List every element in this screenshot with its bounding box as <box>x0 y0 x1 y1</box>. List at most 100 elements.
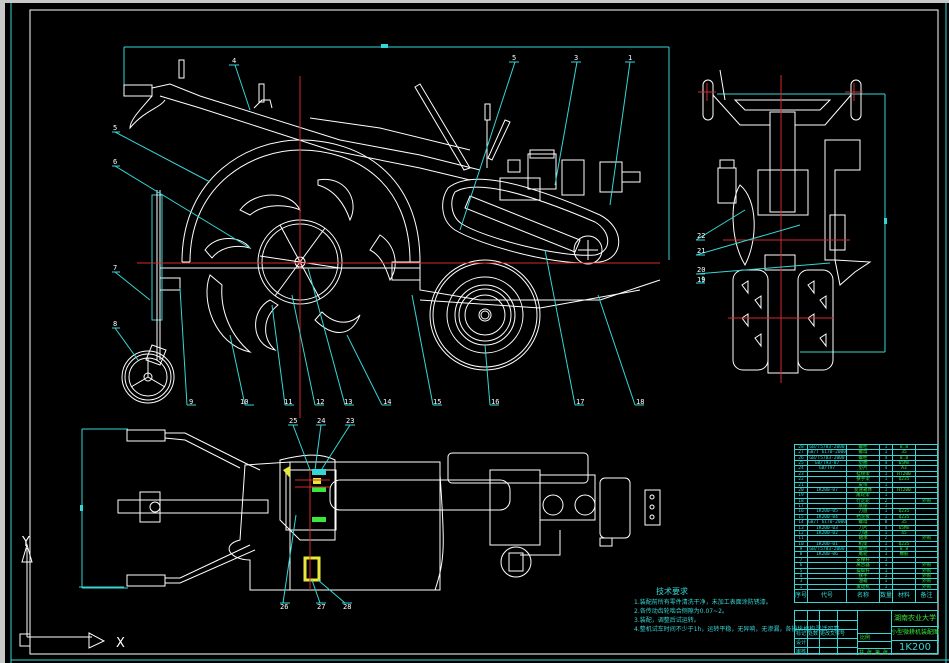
parts-cell-qty: 1 <box>880 530 893 536</box>
parts-cell-material <box>893 482 916 487</box>
parts-cell-note <box>916 542 937 546</box>
parts-cell-name: 扶手 <box>847 573 880 579</box>
wheel-hub <box>478 308 492 322</box>
handle-grip <box>123 84 153 97</box>
plan-view: 25 24 23 26 27 28 <box>80 417 661 611</box>
parts-cell-note <box>916 466 937 470</box>
parts-cell-material: 8.8 <box>893 445 916 450</box>
parts-cell-material <box>893 498 916 503</box>
part-label: 5 <box>113 124 117 132</box>
part-label: 1 <box>628 54 632 62</box>
parts-cell-code: GB/T93-87 <box>808 461 847 466</box>
parts-cell-qty: 1 <box>880 471 893 477</box>
top-window-edge <box>0 0 949 3</box>
parts-cell-name: 尾轮 <box>847 552 880 557</box>
parts-cell-name: 发动机 <box>847 584 880 589</box>
part-label: 28 <box>343 603 351 611</box>
parts-cell-no: 10 <box>795 541 808 546</box>
part-label: 16 <box>491 398 499 406</box>
parts-cell-note <box>916 558 937 562</box>
parts-cell-note: 外购 <box>922 579 931 584</box>
parts-cell-material <box>893 573 916 579</box>
belt-cover-vent <box>464 195 581 253</box>
parts-cell-qty: 1 <box>880 450 893 455</box>
fuel-tank <box>527 153 557 190</box>
parts-cell-no: 11 <box>795 536 808 541</box>
sheet-label: 共 张 第 张 <box>859 650 889 656</box>
parts-cell-no: 18 <box>795 498 808 503</box>
parts-cell-note <box>916 504 937 508</box>
parts-cell-code: GB/T5783-2000 <box>808 455 847 461</box>
parts-cell-qty: 4 <box>880 525 893 530</box>
parts-cell-no: 5 <box>795 568 808 573</box>
parts-cell-code: 1K200-07 <box>808 487 847 493</box>
front-view: 22 21 20 19 <box>695 69 887 383</box>
dimension-text-overall <box>381 44 388 48</box>
parts-cell-code: GB/T 6170-2000 <box>808 520 847 525</box>
parts-cell-qty: 1 <box>880 504 893 509</box>
parts-cell-note <box>916 461 937 465</box>
parts-cell-qty: 8 <box>880 520 893 525</box>
parts-cell-no: 6 <box>795 563 808 568</box>
parts-cell-material <box>893 504 916 509</box>
header-code: 代号 <box>808 590 847 602</box>
parts-cell-note <box>916 552 937 556</box>
parts-cell-qty: 1 <box>880 579 893 584</box>
parts-cell-qty: 1 <box>880 557 893 563</box>
parts-cell-qty: 1 <box>880 573 893 579</box>
part-label: 18 <box>636 398 644 406</box>
parts-cell-material: Q235 <box>893 541 916 546</box>
parts-cell-no: 24 <box>795 466 808 471</box>
parts-cell-material <box>893 584 916 589</box>
part-label: 15 <box>433 398 441 406</box>
drawing-name: 小型微耕机装配图 <box>891 626 939 641</box>
parts-cell-note <box>916 483 937 487</box>
part-label: 5 <box>512 54 516 62</box>
parts-cell-code <box>808 536 847 541</box>
frame-beam <box>160 267 661 301</box>
control-lever <box>414 83 471 171</box>
parts-cell-no: 1 <box>795 584 808 589</box>
parts-cell-no: 20 <box>795 487 808 493</box>
tech-req-item: 1.装配前所有零件清洗干净，未加工表面涂防锈漆。 <box>634 598 772 606</box>
parts-cell-note <box>916 445 937 449</box>
parts-cell-code <box>808 563 847 568</box>
scale-area: 比例 共 张 第 张 <box>857 611 892 656</box>
parts-cell-name: 挡泥板 <box>847 514 880 520</box>
mount-plate <box>764 254 796 271</box>
parts-cell-qty: 4 <box>880 466 893 471</box>
parts-cell-name: 皮带 <box>847 482 880 487</box>
parts-cell-note <box>916 520 937 524</box>
parts-cell-no: 22 <box>795 477 808 482</box>
part-label: 21 <box>697 247 705 255</box>
parts-cell-material <box>893 579 916 584</box>
parts-cell-note <box>916 488 937 492</box>
y-axis-label: Y <box>21 535 30 550</box>
hitch-pin-highlight <box>303 556 321 582</box>
part-label: 26 <box>280 603 288 611</box>
parts-cell-note <box>916 472 937 476</box>
parts-cell-code <box>808 579 847 584</box>
parts-cell-material: Q235 <box>893 477 916 482</box>
pulley-front <box>732 184 755 267</box>
parts-cell-no: 19 <box>795 493 808 498</box>
handle-left <box>702 79 714 121</box>
parts-cell-name: 挂接架 <box>847 471 880 477</box>
parts-cell-note: 外购 <box>922 563 931 568</box>
part-label: 27 <box>317 603 325 611</box>
parts-cell-name: 刀盘 <box>847 509 880 514</box>
parts-cell-material <box>893 563 916 568</box>
parts-cell-qty: 4 <box>880 455 893 461</box>
parts-cell-name: 垫片 <box>847 466 880 471</box>
parts-cell-name: 刀轴 <box>847 530 880 536</box>
parts-cell-name: 机架 <box>847 541 880 546</box>
tine-blade <box>255 299 279 351</box>
